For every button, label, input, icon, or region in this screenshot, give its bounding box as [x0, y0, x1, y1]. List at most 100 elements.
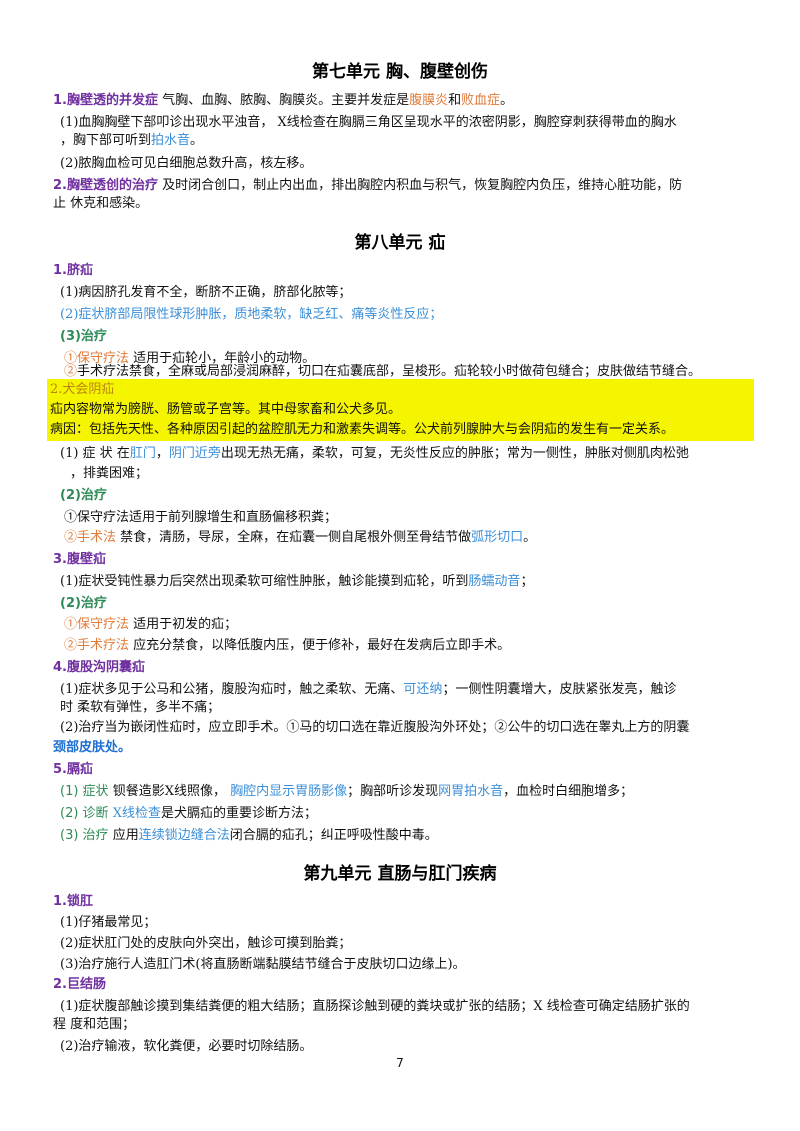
- method-label: (3) 治疗: [60, 828, 109, 843]
- u8-b1-line-b: ，排粪困难；: [70, 466, 149, 481]
- u9-a1: (1)仔猪最常见；: [60, 915, 157, 930]
- u8-e1: (1) 症状 钡餐造影X线照像， 胸腔内显示胃肠影像；胸部听诊发现网胃拍水音，血…: [60, 783, 633, 801]
- u7-section-1: 1.胸壁透的并发症 气胸、血胸、脓胸、胸膜炎。主要并发症是腹膜炎和败血症。: [53, 92, 513, 110]
- section-label: 2.巨结肠: [53, 977, 106, 992]
- method-label: ①保守疗法: [64, 617, 130, 632]
- body-text: ；一侧性阴囊增大，皮肤紧张发亮，触诊: [442, 682, 677, 697]
- section-label: 5.膈疝: [53, 762, 93, 777]
- body-text: 是犬膈疝的重要诊断方法；: [160, 806, 317, 821]
- body-text: ；: [520, 574, 534, 589]
- method-label: ②: [64, 364, 78, 379]
- u7-p2: (2)脓胸血检可见白细胞总数升高，核左移。: [60, 156, 313, 171]
- highlight-term: 肠蠕动音: [468, 574, 521, 589]
- u8-d1-line-b: 时 柔软有弹性，多半不痛；: [60, 700, 221, 715]
- highlight-term: 胸腔内显示胃肠影像: [230, 784, 348, 799]
- u7-section-2: 2.胸壁透创的治疗 及时闭合创口，制止内出血，排出胸腔内积血与积气，恢复胸腔内负…: [53, 177, 682, 195]
- u9-a2: (2)症状肛门处的皮肤向外突出，触诊可摸到胎粪；: [60, 936, 352, 951]
- page-number: 7: [396, 1056, 404, 1070]
- u8-e2: (2) 诊断 X线检查是犬膈疝的重要诊断方法；: [60, 805, 317, 823]
- highlight-term: X线检查: [112, 806, 161, 821]
- body-text: (1)症状受钝性暴力后突然出现柔软可缩性肿胀，触诊能摸到疝轮，听到: [60, 574, 469, 589]
- body-text: 闭合膈的疝孔；纠正呼吸性酸中毒。: [229, 828, 438, 843]
- u8-b2: (2)治疗: [60, 488, 107, 503]
- u9-b1-line-b: 程 度和范围；: [53, 1017, 136, 1032]
- u8-a3-1: ①保守疗法 适用于疝轮小，年龄小的动物。: [64, 350, 315, 368]
- highlight-term: 肛门: [129, 446, 156, 461]
- body-text: ；胸部听诊发现: [347, 784, 439, 799]
- u9-section-2: 2.巨结肠: [53, 976, 106, 994]
- u8-b1-line-a: (1) 症 状 在肛门，阴门近旁出现无热无痛，柔软，可复，无炎性反应的肿胀；常为…: [60, 445, 689, 463]
- highlight-term: 阴门近旁: [168, 446, 221, 461]
- u7-p1-line-b: ，胸下部可听到拍水音。: [60, 132, 203, 150]
- body-text: ，血检时白细胞增多；: [503, 784, 634, 799]
- u8-a3-2: ②手术疗法禁食，全麻或局部浸润麻醉，切口在疝囊底部，呈梭形。疝轮较小时做荷包缝合…: [64, 363, 701, 381]
- method-label: ①保守疗法: [64, 351, 130, 366]
- u8-d1-line-a: (1)症状多见于公马和公猪，腹股沟疝时，触之柔软、无痛、可还纳；一侧性阴囊增大，…: [60, 681, 676, 699]
- u8-a2: (2)症状脐部局限性球形肿胀，质地柔软，缺乏红、痛等炎性反应；: [60, 307, 443, 322]
- highlight-term: 连续锁边缝合法: [138, 828, 230, 843]
- method-label: ②手术法: [64, 530, 117, 545]
- u8-section-4: 4.腹股沟阴囊疝: [53, 659, 145, 677]
- highlight-term: 可还纳: [403, 682, 443, 697]
- body-text: 应充分禁食，以降低腹内压，便于修补，最好在发病后立即手术。: [129, 638, 511, 653]
- body-text: 气胸、血胸、脓胸、胸膜炎。主要并发症是: [157, 93, 410, 108]
- body-text: 。: [190, 133, 204, 148]
- u8-e3: (3) 治疗 应用连续锁边缝合法闭合膈的疝孔；纠正呼吸性酸中毒。: [60, 827, 438, 845]
- u8-c2-2: ②手术疗法 应充分禁食，以降低腹内压，便于修补，最好在发病后立即手术。: [64, 637, 510, 655]
- unit8-title: 第八单元 疝: [354, 233, 446, 253]
- highlight-term: 败血症: [461, 93, 501, 108]
- method-label: (1) 症状: [60, 784, 109, 799]
- u9-b2: (2)治疗输液，软化粪便，必要时切除结肠。: [60, 1039, 313, 1054]
- section-label: 3.腹壁疝: [53, 552, 106, 567]
- highlight-term: 网胃拍水音: [438, 784, 504, 799]
- u8-d2-line-b: 颈部皮肤处。: [53, 740, 132, 755]
- u7-section-2-cont: 止 休克和感染。: [53, 196, 149, 211]
- section-label: 2.胸壁透创的治疗: [53, 178, 158, 193]
- highlight-box: [47, 379, 754, 441]
- body-text: 。: [523, 530, 537, 545]
- u8-d2-line-a: (2)治疗当为嵌闭性疝时，应立即手术。①马的切口选在靠近腹股沟外环处；②公牛的切…: [60, 720, 690, 735]
- u8-section-5: 5.膈疝: [53, 761, 93, 779]
- u9-section-1: 1.锁肛: [53, 893, 93, 911]
- body-text: 钡餐造影X线照像，: [108, 784, 231, 799]
- highlight-term: 弧形切口: [471, 530, 524, 545]
- body-text: 手术疗法禁食，全麻或局部浸润麻醉，切口在疝囊底部，呈梭形。疝轮较小时做荷包缝合；…: [77, 364, 702, 379]
- body-text: (1)症状多见于公马和公猪，腹股沟疝时，触之柔软、无痛、: [60, 682, 404, 697]
- body-text: 适用于初发的疝；: [129, 617, 238, 632]
- highlight-term: 腹膜炎: [409, 93, 449, 108]
- body-text: ，胸下部可听到: [60, 133, 152, 148]
- body-text: 。: [500, 93, 514, 108]
- body-text: 和: [448, 93, 462, 108]
- u8-b-hl1: 疝内容物常为膀胱、肠管或子宫等。其中母家畜和公犬多见。: [50, 402, 402, 417]
- u8-a3: (3)治疗: [60, 329, 107, 344]
- u8-c2: (2)治疗: [60, 596, 107, 611]
- section-label: 1.脐疝: [53, 263, 93, 278]
- unit9-title: 第九单元 直肠与肛门疾病: [303, 864, 497, 884]
- body-text: 禁食，清肠，导尿，全麻，在疝囊一侧自尾根外侧至骨结节做: [116, 530, 472, 545]
- u7-p1-line-a: (1)血胸胸壁下部叩诊出现水平浊音， X线检查在胸膈三角区呈现水平的浓密阴影，胸…: [60, 115, 677, 130]
- section-label: 4.腹股沟阴囊疝: [53, 660, 145, 675]
- section-label: 1.胸壁透的并发症: [53, 93, 158, 108]
- u8-section-2: 2.犬会阴疝: [50, 382, 115, 397]
- method-label: (2) 诊断: [60, 806, 109, 821]
- body-text: ，: [155, 446, 169, 461]
- u8-c1: (1)症状受钝性暴力后突然出现柔软可缩性肿胀，触诊能摸到疝轮，听到肠蠕动音；: [60, 573, 533, 591]
- u9-a3: (3)治疗施行人造肛门术(将直肠断端黏膜结节缝合于皮肤切口边缘上)。: [60, 957, 466, 972]
- u8-section-1: 1.脐疝: [53, 262, 93, 280]
- u8-b2-2: ②手术法 禁食，清肠，导尿，全麻，在疝囊一侧自尾根外侧至骨结节做弧形切口。: [64, 529, 536, 547]
- body-text: (1) 症 状 在: [60, 446, 130, 461]
- u8-b-hl2: 病因：包括先天性、各种原因引起的盆腔肌无力和激素失调等。公犬前列腺肿大与会阴疝的…: [50, 422, 675, 437]
- highlight-term: 拍水音: [151, 133, 191, 148]
- u8-b2-1: ①保守疗法适用于前列腺增生和直肠偏移积粪；: [64, 510, 338, 525]
- u8-a1: (1)病因脐孔发育不全，断脐不正确，脐部化脓等；: [60, 285, 352, 300]
- body-text: 适用于疝轮小，年龄小的动物。: [129, 351, 316, 366]
- body-text: 应用: [108, 828, 139, 843]
- unit7-title: 第七单元 胸、腹壁创伤: [312, 62, 488, 82]
- method-label: ②手术疗法: [64, 638, 130, 653]
- section-label: 1.锁肛: [53, 894, 93, 909]
- u8-c2-1: ①保守疗法 适用于初发的疝；: [64, 616, 237, 634]
- u8-section-3: 3.腹壁疝: [53, 551, 106, 569]
- u9-b1-line-a: (1)症状腹部触诊摸到集结粪便的粗大结肠；直肠探诊触到硬的粪块或扩张的结肠；X …: [60, 999, 690, 1014]
- body-text: 及时闭合创口，制止内出血，排出胸腔内积血与积气，恢复胸腔内负压，维持心脏功能，防: [157, 178, 683, 193]
